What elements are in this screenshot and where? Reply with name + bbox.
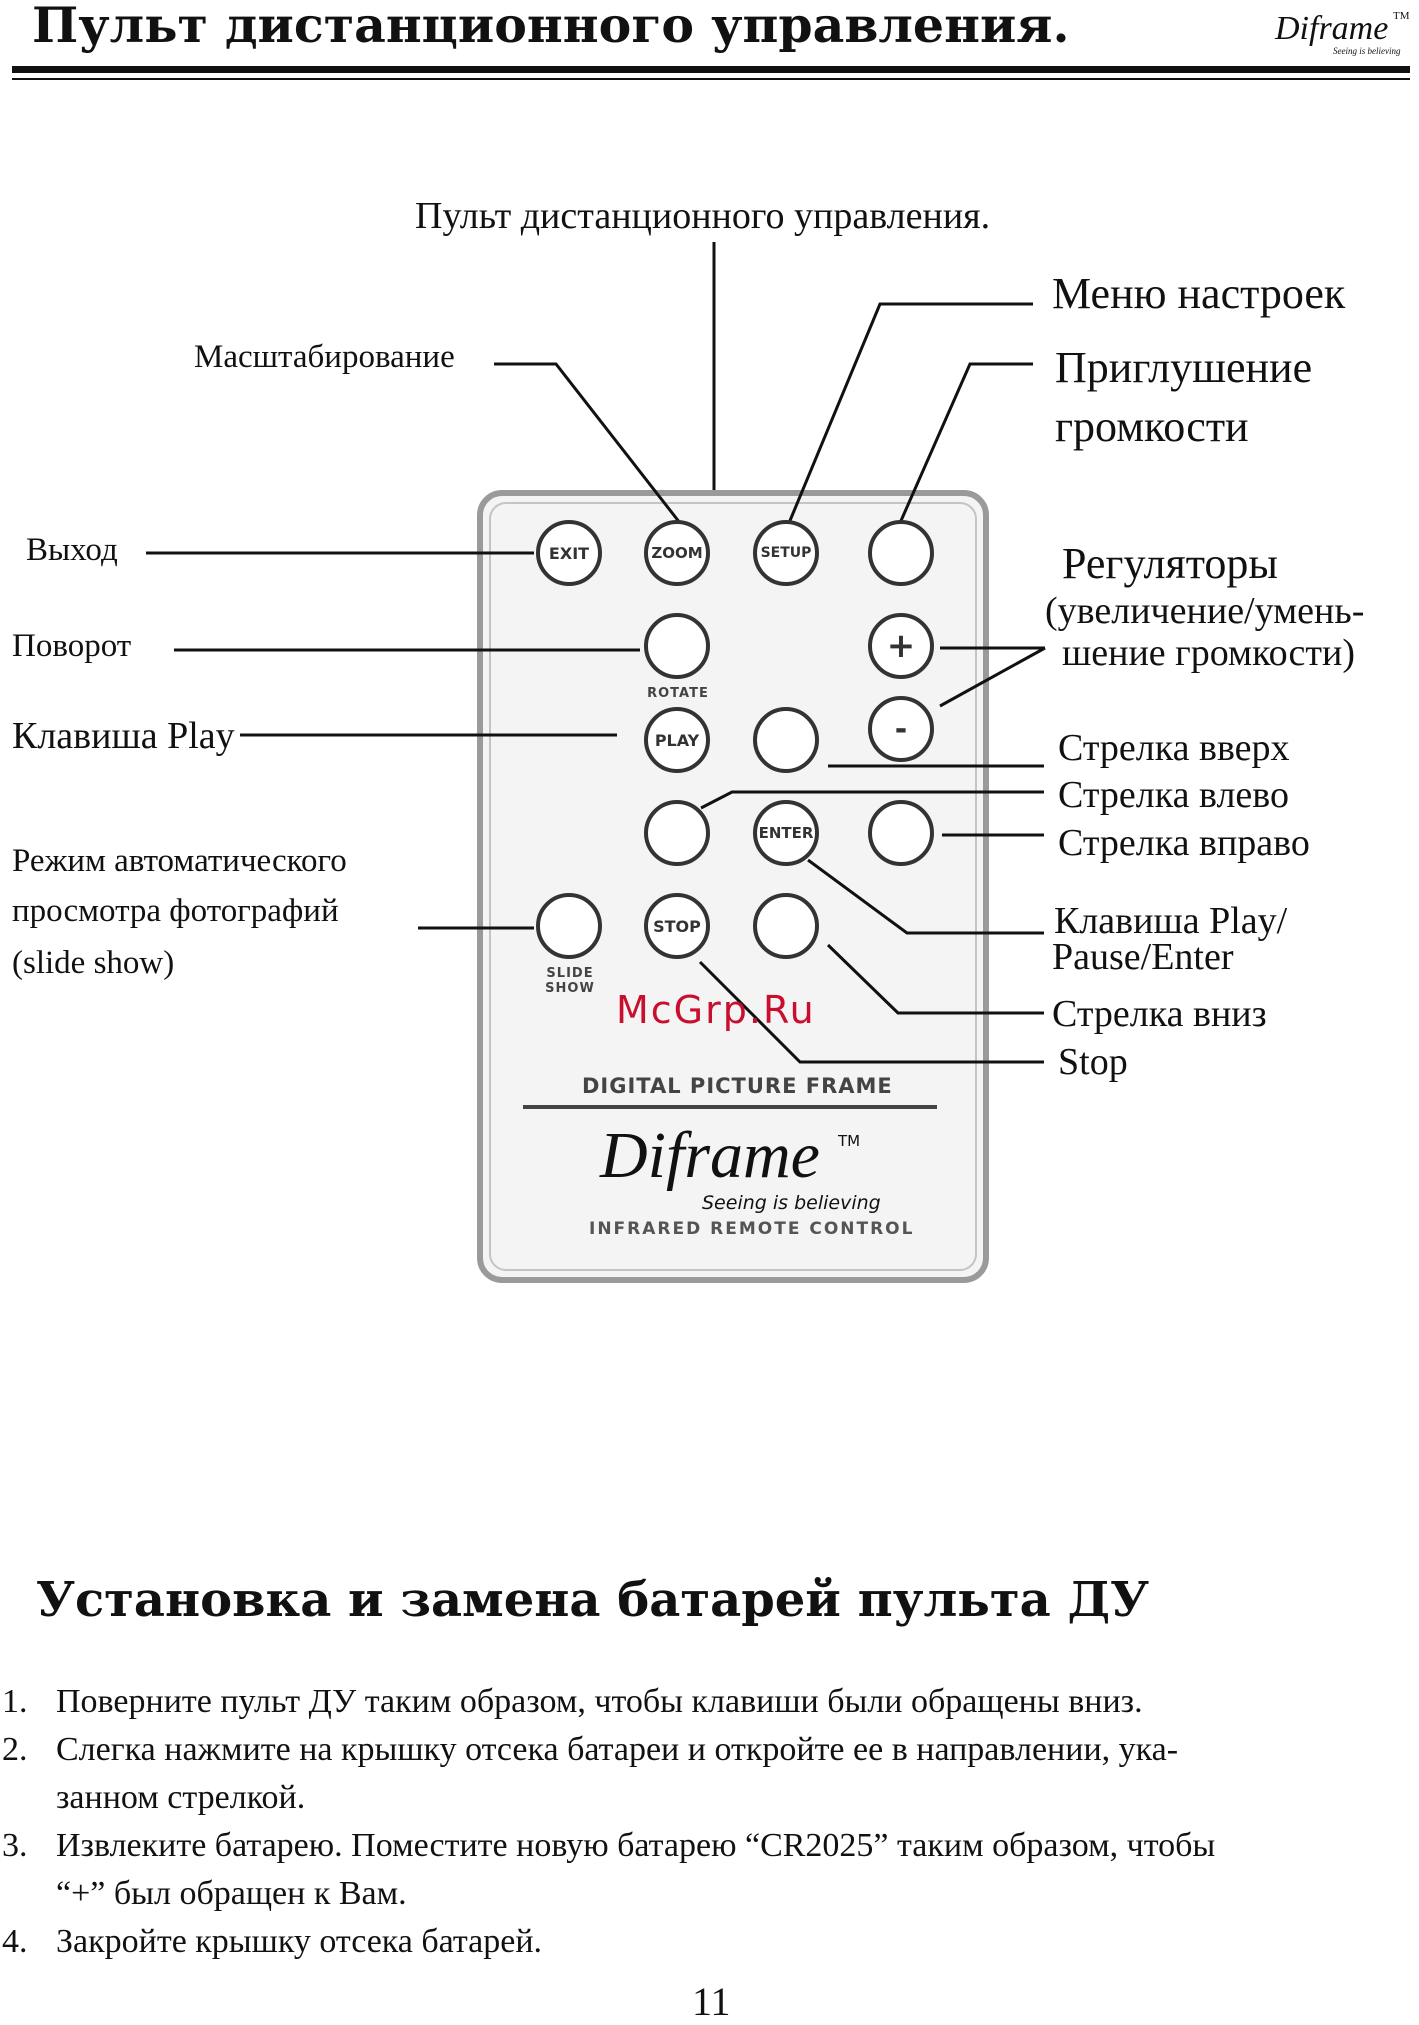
step-number: 1. [2,1683,28,1720]
page-number: 11 [692,1979,731,2024]
rotate-label: ROTATE [647,686,709,701]
slideshow-label-1: SLIDE [546,966,594,981]
label-mute-2: громкости [1055,402,1249,451]
arrow-up-button[interactable] [753,707,819,773]
label-stop: Stop [1058,1041,1128,1083]
step-text: Поверните пульт ДУ таким образом, чтобы … [56,1683,1143,1720]
label-enter-1: Клавиша Play/ [1054,900,1288,942]
label-arrow-down: Стрелка вниз [1052,993,1267,1035]
stop-button[interactable]: STOP [644,893,710,959]
arrow-left-button[interactable] [644,800,710,866]
remote-brand-tagline: Seeing is believing [702,1192,881,1214]
step-number: 2. [2,1731,28,1768]
label-zoom: Масштабирование [194,339,455,375]
rotate-button[interactable] [644,613,710,679]
label-enter-2: Pause/Enter [1052,936,1234,978]
remote-panel-title: DIGITAL PICTURE FRAME [582,1074,893,1098]
mute-button[interactable] [868,520,934,586]
brand-logo: Diframe TM Seeing is believing [1275,10,1410,56]
brand-logo-text: Diframe [1275,10,1389,47]
play-button[interactable]: PLAY [644,707,710,773]
diagram-caption: Пульт дистанционного управления. [415,195,991,237]
exit-button[interactable]: EXIT [536,520,602,586]
remote-bottom-text: INFRARED REMOTE CONTROL [589,1219,915,1239]
label-rotate: Поворот [12,628,132,664]
arrow-down-button[interactable] [753,893,819,959]
brand-logo-tm: TM [1393,10,1410,22]
section-title: Установка и замена батарей пульта ДУ [36,1572,1150,1628]
label-arrow-left: Стрелка влево [1058,774,1289,816]
label-setup: Меню настроек [1052,269,1346,318]
remote-body [477,490,989,1283]
step-number: 3. [2,1827,28,1864]
zoom-button[interactable]: ZOOM [644,520,710,586]
label-slideshow-2: просмотра фотографий [12,893,339,929]
label-slideshow-1: Режим автоматического [12,843,347,879]
page-header-title: Пульт дистанционного управления. [32,0,1070,54]
label-volume-2: (увеличение/умень- [1045,590,1365,632]
header-rule-thin [12,78,1410,80]
label-exit: Выход [26,532,118,568]
enter-button[interactable]: ENTER [753,800,819,866]
header-rule-thick [12,66,1410,73]
label-mute-1: Приглушение [1055,343,1313,392]
step-text: “+” был обращен к Вам. [56,1875,407,1912]
label-play: Клавиша Play [12,715,235,757]
step-text: Извлеките батарею. Поместите новую батар… [56,1827,1216,1864]
label-slideshow-3: (slide show) [12,945,175,981]
label-volume-3: шение громкости) [1062,632,1356,674]
volume-down-button[interactable]: - [868,696,934,762]
volume-up-button[interactable]: + [868,613,934,679]
brand-logo-tagline: Seeing is believing [1333,46,1401,56]
watermark: McGrp.Ru [616,988,816,1032]
step-text: занном стрелкой. [56,1779,306,1816]
arrow-right-button[interactable] [868,800,934,866]
remote-body-inner [489,502,977,1271]
leader-lines [146,242,1046,1064]
label-volume-1: Регуляторы [1062,539,1278,588]
slideshow-button[interactable] [536,893,602,959]
step-number: 4. [2,1923,28,1960]
remote-diagram [146,242,1046,1283]
label-arrow-right: Стрелка вправо [1058,822,1310,864]
step-text: Слегка нажмите на крышку отсека батареи … [56,1731,1179,1768]
label-arrow-up: Стрелка вверх [1058,727,1290,769]
setup-button[interactable]: SETUP [753,520,819,586]
step-text: Закройте крышку отсека батарей. [56,1923,543,1960]
remote-brand: Diframe [600,1119,820,1192]
remote-brand-tm: TM [838,1132,861,1150]
slideshow-label-2: SHOW [545,981,595,996]
